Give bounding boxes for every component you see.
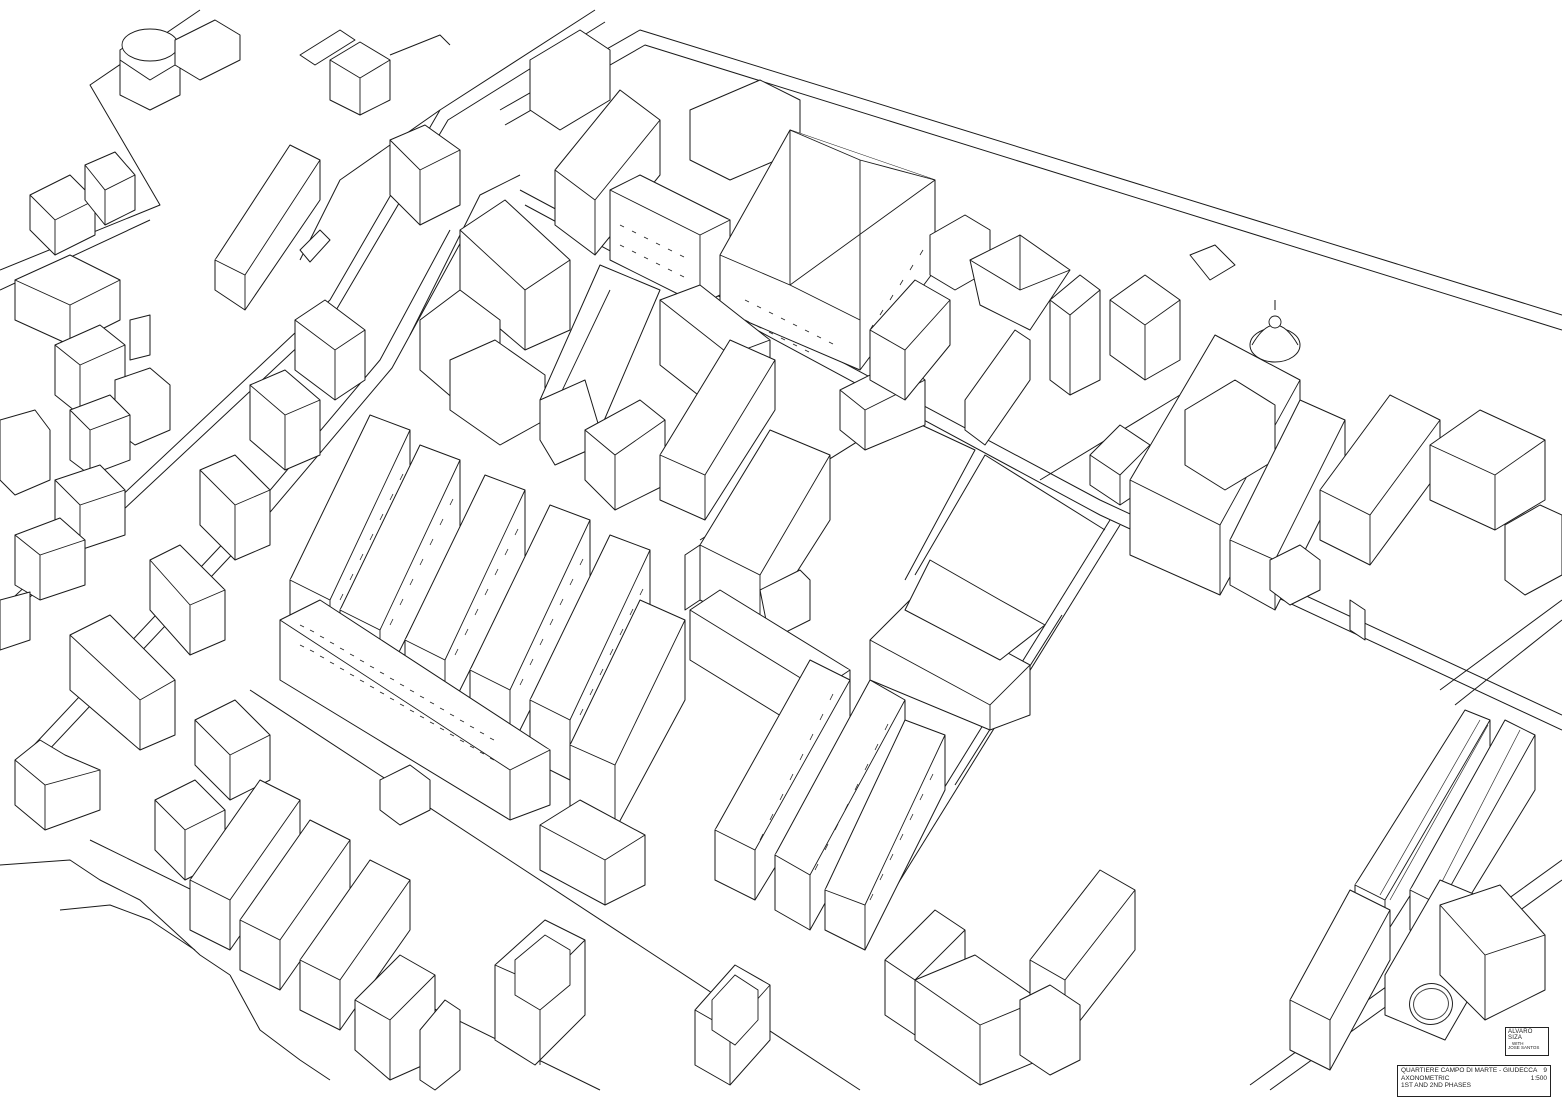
drawing-type: AXONOMETRIC	[1401, 1074, 1450, 1082]
title-block: QUARTIERE CAMPO DI MARTE - GIUDECCA 9 AX…	[1397, 1065, 1551, 1097]
east-courtyard-block	[839, 214, 1236, 731]
mid-west-blocks	[14, 299, 366, 831]
southeast-railway	[1289, 709, 1546, 1071]
title-row-phases: 1ST AND 2ND PHASES	[1401, 1082, 1547, 1090]
west-houses	[0, 151, 171, 651]
north-center-buildings	[419, 29, 936, 446]
drawing-scale: 1:500	[1530, 1074, 1547, 1082]
architect-name: ALVARO SIZA	[1508, 1029, 1533, 1042]
southwest-sheds	[154, 699, 461, 1091]
title-row-project: QUARTIERE CAMPO DI MARTE - GIUDECCA 9	[1401, 1067, 1547, 1075]
southeast-rows	[689, 589, 946, 951]
housing-rows	[279, 414, 686, 831]
project-phases: 1ST AND 2ND PHASES	[1401, 1082, 1471, 1090]
project-title: QUARTIERE CAMPO DI MARTE - GIUDECCA	[1401, 1067, 1538, 1074]
credit-box: ALVARO SIZA WITH JOSE SANTOS	[1505, 1027, 1549, 1056]
with-label: WITH	[1512, 1040, 1524, 1046]
south-pavilions	[494, 799, 771, 1086]
signature-seal-inner	[1410, 985, 1452, 1023]
title-row-drawing: AXONOMETRIC 1:500	[1401, 1075, 1547, 1083]
collaborator-name: JOSE SANTOS	[1508, 1045, 1540, 1051]
southeast-u-block	[884, 869, 1136, 1086]
domed-church	[1129, 300, 1346, 611]
east-edge-buildings	[1269, 394, 1562, 641]
northwest-chapel	[119, 19, 451, 116]
central-courtyard-block	[539, 264, 776, 521]
west-long-block	[214, 124, 461, 311]
sheet-number: 9	[1543, 1067, 1547, 1074]
